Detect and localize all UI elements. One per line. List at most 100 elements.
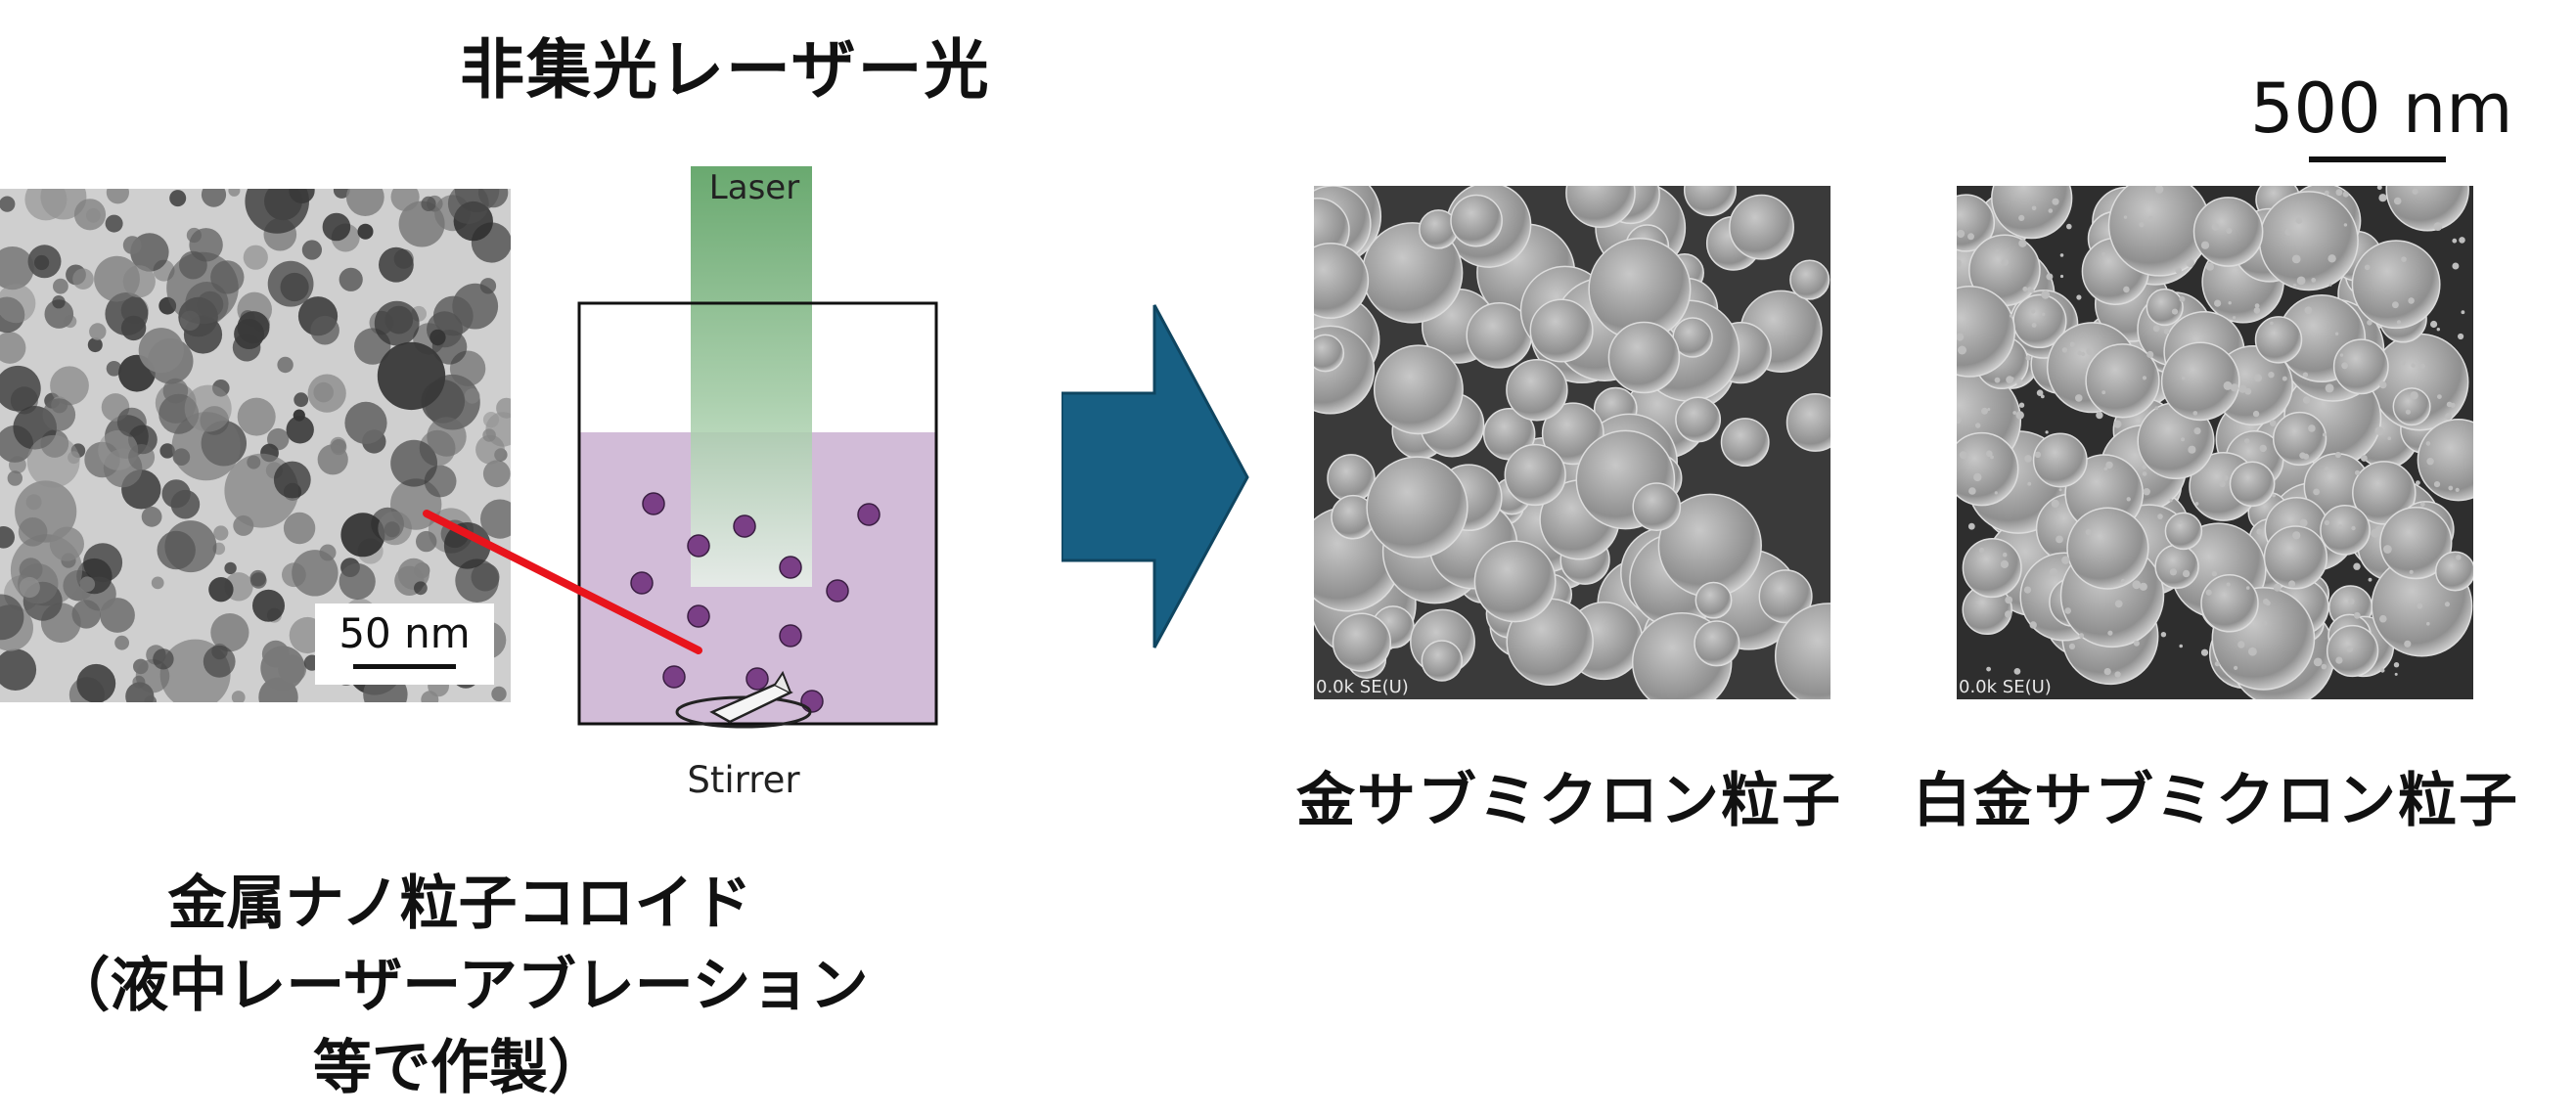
sem-fine-particle bbox=[2311, 278, 2317, 283]
sem-sphere bbox=[2434, 551, 2473, 592]
sem-sphere bbox=[2258, 191, 2359, 291]
sem-fine-particle bbox=[2334, 451, 2341, 459]
sem-fine-particle bbox=[2459, 237, 2465, 244]
sem-fine-particle bbox=[2048, 208, 2054, 213]
sem-fine-particle bbox=[2245, 586, 2250, 590]
tem-particle bbox=[0, 332, 26, 364]
sem-fine-particle bbox=[1975, 423, 1981, 428]
tem-particle bbox=[292, 550, 339, 597]
sem-fine-particle bbox=[2296, 276, 2306, 286]
process-arrow bbox=[1062, 304, 1249, 648]
sem-fine-particle bbox=[2354, 469, 2361, 475]
sem-fine-particle bbox=[2154, 406, 2158, 410]
tem-particle bbox=[429, 329, 446, 346]
sem-sphere bbox=[1450, 194, 1503, 247]
sem-fine-particle bbox=[2211, 223, 2220, 231]
sem-sphere bbox=[1957, 286, 2016, 378]
tem-particle bbox=[464, 388, 480, 404]
sem-fine-particle bbox=[1973, 472, 1982, 482]
sem-sphere bbox=[2254, 316, 2303, 364]
sem-sphere bbox=[1529, 298, 1594, 363]
sem-fine-particle bbox=[2182, 569, 2191, 578]
tem-particle bbox=[252, 589, 285, 622]
tem-particle bbox=[283, 512, 316, 545]
sem-fine-particle bbox=[2113, 420, 2122, 428]
sem-fine-particle bbox=[2142, 471, 2147, 476]
tem-particle bbox=[87, 337, 103, 353]
sem-sphere bbox=[1504, 443, 1566, 507]
tem-particle bbox=[322, 212, 351, 242]
sem-fine-particle bbox=[2254, 374, 2262, 382]
tem-particle bbox=[161, 479, 191, 509]
tem-particle bbox=[151, 576, 164, 590]
sem-fine-particle bbox=[2348, 598, 2355, 604]
particle bbox=[779, 556, 802, 579]
sem-micrograph-platinum: 0.0k SE(U) bbox=[1957, 186, 2473, 699]
sem-fine-particle bbox=[2181, 437, 2185, 442]
particle bbox=[687, 534, 710, 558]
sem-fine-particle bbox=[2103, 668, 2111, 676]
tem-particle bbox=[307, 374, 346, 413]
tem-particle bbox=[120, 315, 147, 341]
sem-fine-particle bbox=[2056, 535, 2063, 544]
tem-particle bbox=[72, 268, 94, 290]
colloid-caption-line2: （液中レーザーアブレーション bbox=[51, 952, 869, 1020]
sem-fine-particle bbox=[2152, 325, 2160, 333]
sem-sphere bbox=[1694, 620, 1740, 667]
stirrer-bar bbox=[675, 670, 812, 729]
sem-fine-particle bbox=[2368, 577, 2373, 582]
tem-particle bbox=[301, 240, 322, 260]
tem-particle bbox=[427, 417, 467, 457]
particle bbox=[630, 571, 654, 595]
sem-fine-particle bbox=[2371, 528, 2380, 538]
sem-sphere bbox=[1957, 194, 1996, 252]
sem-fine-particle bbox=[2120, 578, 2126, 584]
sem-fine-particle bbox=[2005, 610, 2012, 618]
diagram-title: 非集光レーザー光 bbox=[460, 32, 991, 108]
pointer-line bbox=[423, 510, 702, 654]
sem-fine-particle bbox=[2401, 256, 2407, 262]
sem-fine-particle bbox=[2396, 320, 2402, 325]
sem-sphere bbox=[2160, 341, 2240, 422]
sem-fine-particle bbox=[2193, 427, 2201, 435]
colloid-caption-line1: 金属ナノ粒子コロイド bbox=[167, 870, 752, 938]
sem-fine-particle bbox=[2338, 524, 2343, 529]
sem-sphere bbox=[1789, 259, 1830, 300]
sem-spheres bbox=[1314, 186, 1830, 699]
sem-fine-particle bbox=[1959, 451, 1967, 460]
tem-particle bbox=[231, 691, 246, 702]
tem-particle bbox=[34, 254, 50, 271]
sem-fine-particle bbox=[2417, 603, 2423, 609]
tem-particle bbox=[339, 267, 363, 291]
tem-particle bbox=[339, 562, 376, 601]
sem-fine-particle bbox=[2186, 258, 2194, 268]
sem-sphere bbox=[1683, 186, 1738, 217]
sem-fine-particle bbox=[2252, 410, 2260, 418]
sem-sphere bbox=[2263, 525, 2328, 590]
sem-sphere bbox=[2229, 461, 2276, 508]
sem-sphere bbox=[2164, 512, 2203, 551]
tem-particle bbox=[377, 341, 446, 411]
sem-fine-particle bbox=[1967, 522, 1975, 530]
sem-fine-particle bbox=[2226, 227, 2233, 234]
sem-fine-particle bbox=[2446, 401, 2453, 408]
sem-fine-particle bbox=[2024, 455, 2032, 463]
sem-fine-particle bbox=[2328, 283, 2332, 287]
sem-sphere bbox=[2332, 338, 2389, 395]
sem-fine-particle bbox=[2169, 568, 2177, 576]
sem-fine-particle bbox=[2444, 602, 2450, 607]
sem-fine-particle bbox=[2392, 301, 2399, 309]
sem-fine-particle bbox=[2205, 262, 2214, 271]
tem-particle bbox=[172, 448, 191, 467]
sem-fine-particle bbox=[2393, 662, 2400, 668]
sem-fine-particle bbox=[2214, 661, 2220, 667]
sem-fine-particle bbox=[2045, 430, 2049, 434]
sem-fine-particle bbox=[2416, 480, 2420, 485]
sem-fine-particle bbox=[2069, 341, 2075, 347]
sem-scale-bar: 500 nm bbox=[2250, 68, 2512, 162]
sem-fine-particle bbox=[2076, 294, 2082, 300]
sem-fine-particle bbox=[2058, 488, 2062, 492]
tem-particle bbox=[128, 444, 156, 470]
sem-fine-particle bbox=[2085, 529, 2092, 535]
sem-sphere bbox=[2200, 574, 2259, 633]
